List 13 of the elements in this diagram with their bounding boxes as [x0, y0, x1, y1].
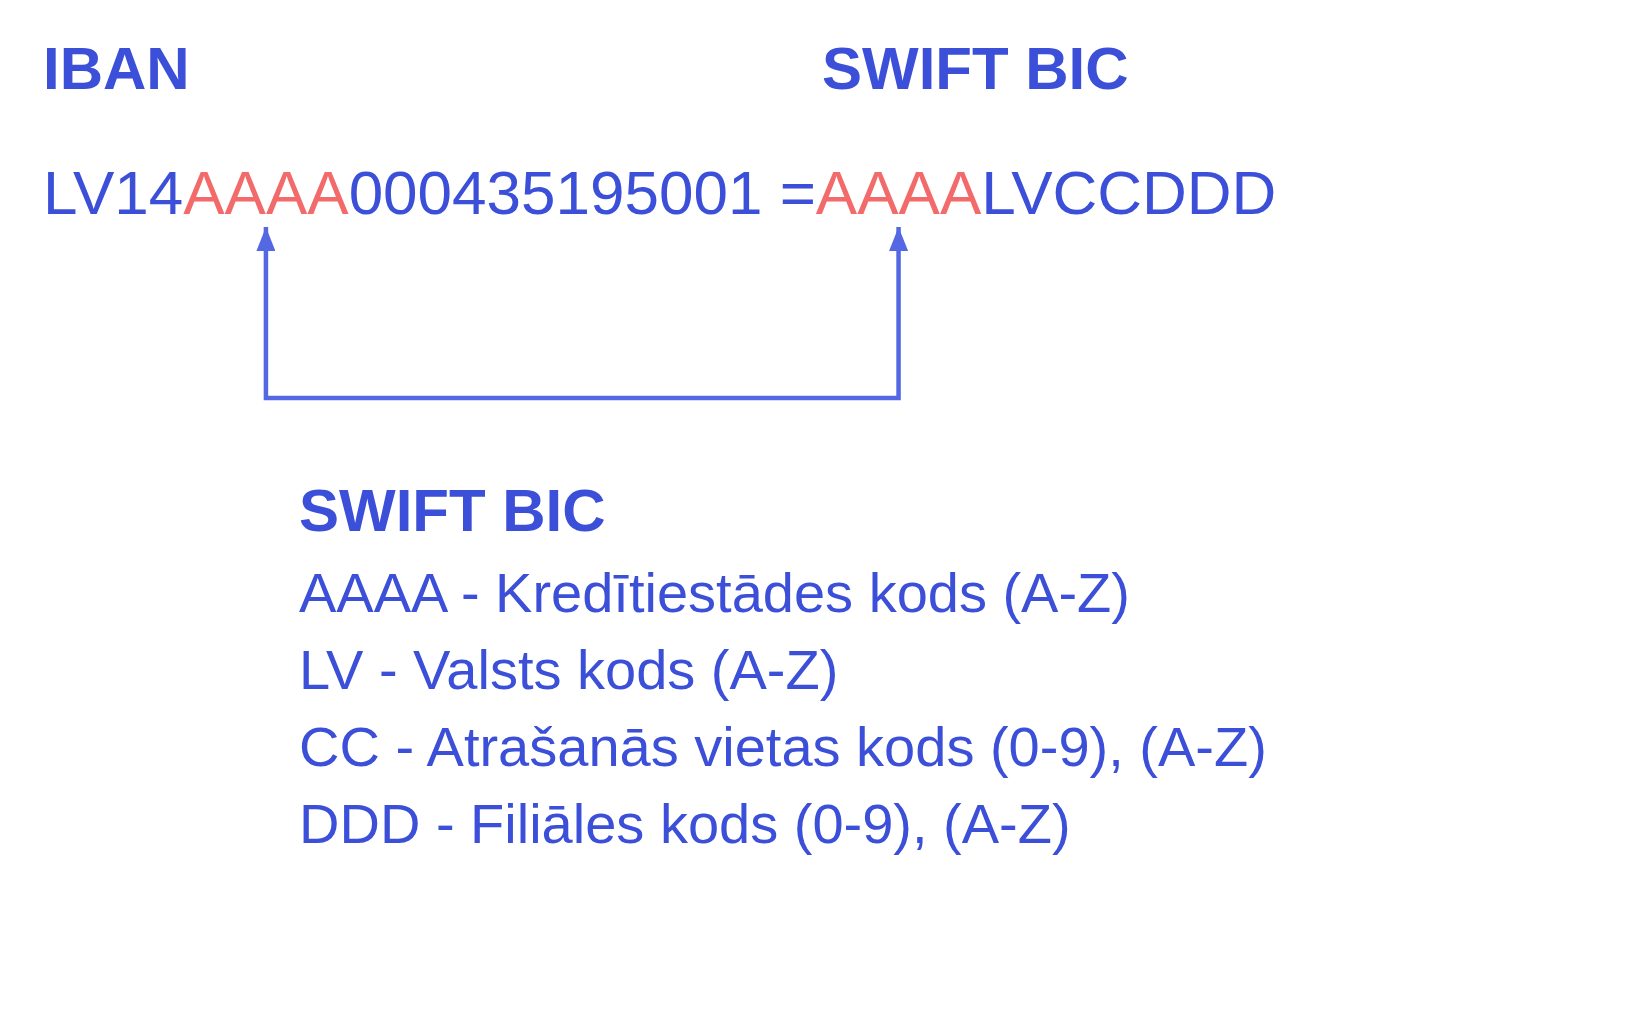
code-text: LV14 [43, 158, 184, 227]
heading: SWIFT BIC [299, 476, 606, 545]
heading: IBAN [43, 34, 190, 103]
description-line: DDD - Filiāles kods (0-9), (A-Z) [299, 792, 1071, 857]
description-line: AAAA - Kredītiestādes kods (A-Z) [299, 561, 1130, 626]
code-text: 000435195001 = [348, 158, 816, 227]
highlighted-code: AAAA [815, 158, 982, 227]
connector-arrow [256, 227, 909, 401]
heading: SWIFT BIC [822, 34, 1129, 103]
description-line: CC - Atrašanās vietas kods (0-9), (A-Z) [299, 715, 1267, 780]
description-line: LV - Valsts kods (A-Z) [299, 638, 839, 703]
code-text: LVCCDDD [981, 158, 1277, 227]
highlighted-code: AAAA [183, 158, 349, 227]
